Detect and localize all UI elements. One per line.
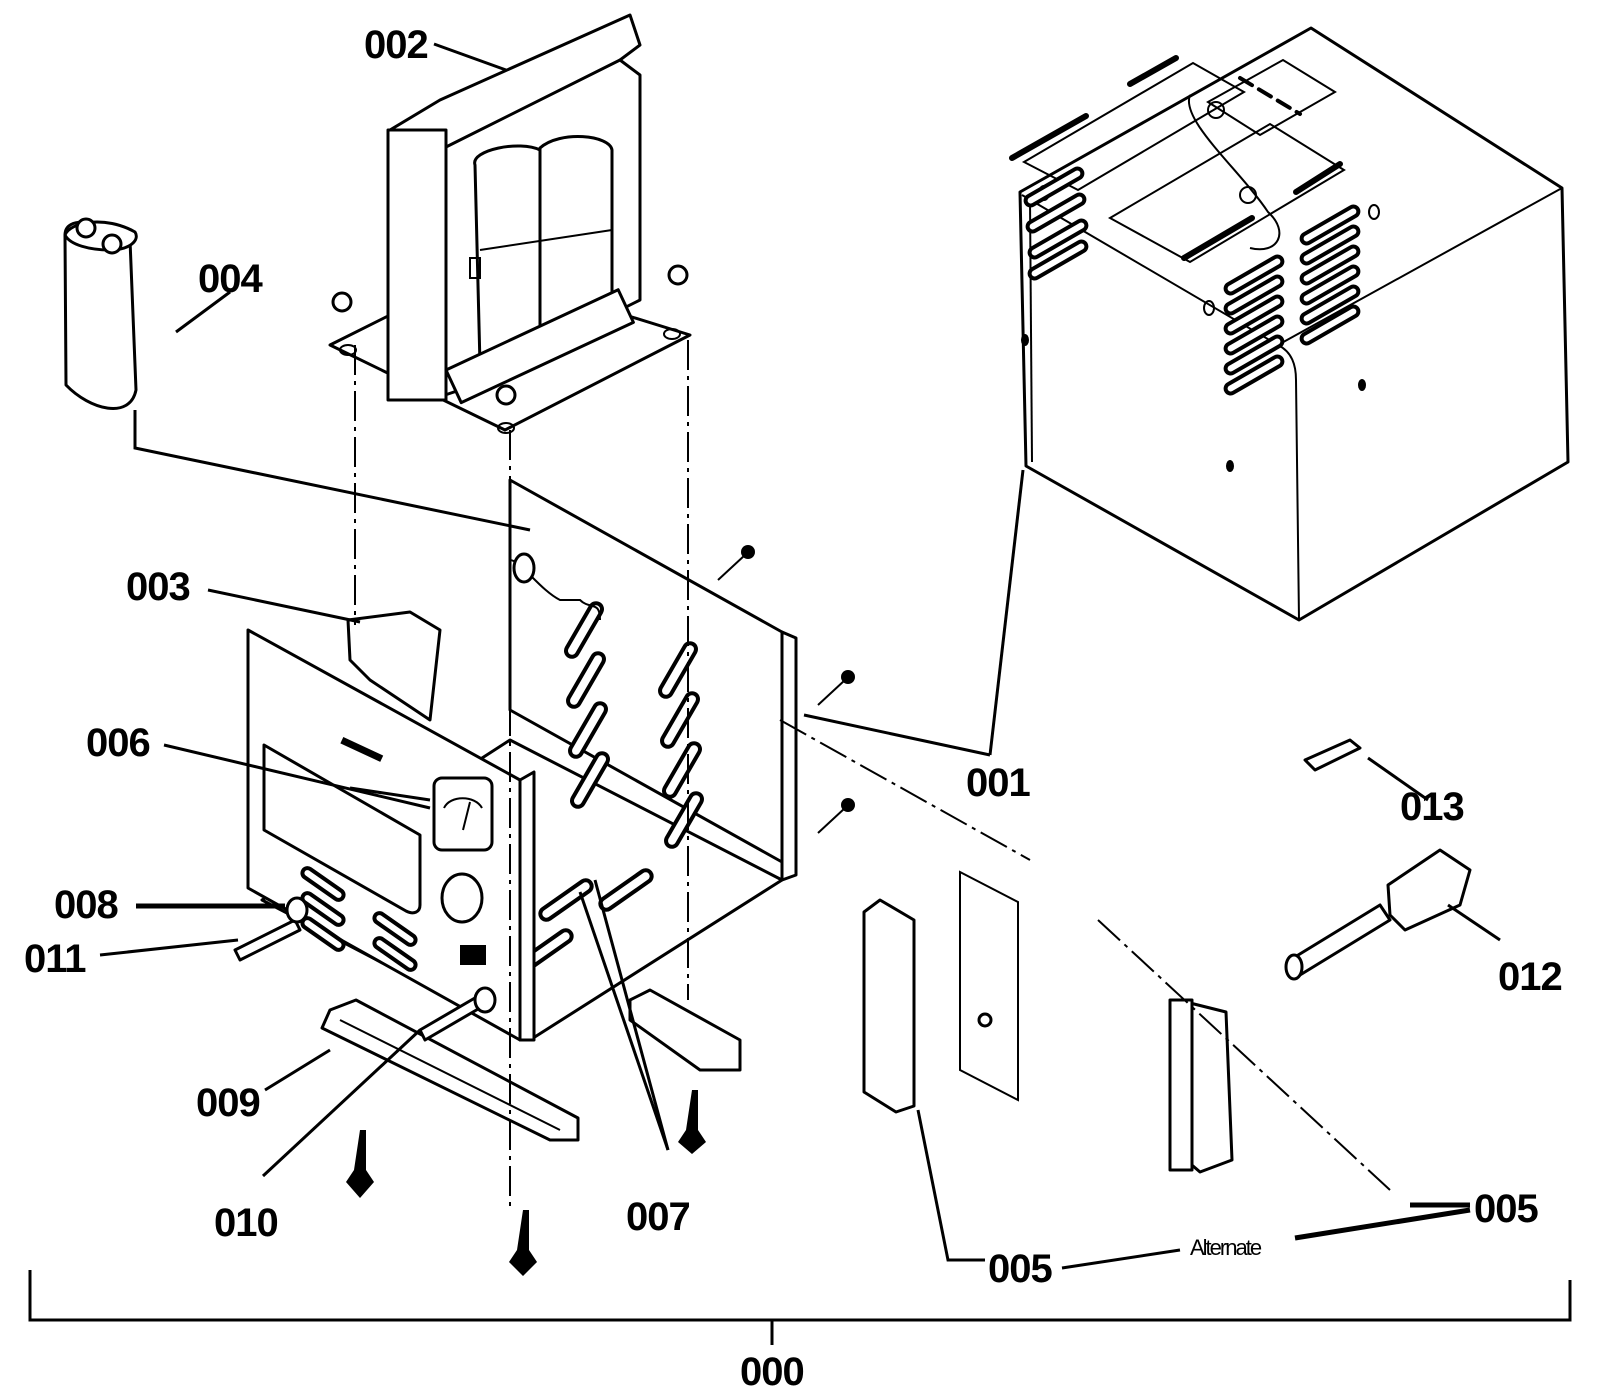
- label-003: 003: [126, 565, 190, 609]
- label-009: 009: [196, 1081, 260, 1125]
- label-011: 011: [24, 937, 86, 981]
- lower-bracket-part: [628, 988, 742, 1072]
- plug-part: [1284, 848, 1472, 981]
- assembly-lines: [354, 340, 1391, 1210]
- label-007: 007: [626, 1195, 690, 1239]
- label-000: 000: [740, 1350, 804, 1394]
- label-012: 012: [1498, 955, 1562, 999]
- label-002: 002: [364, 23, 428, 67]
- label-008: 008: [54, 883, 118, 927]
- screws: [346, 545, 855, 1276]
- callout-labels: 002 004 003 006 008 011 009 010 007 001 …: [24, 23, 1563, 1394]
- label-010: 010: [214, 1201, 278, 1245]
- label-006: 006: [86, 721, 150, 765]
- transformer-part: [328, 13, 692, 434]
- bracket-part: [346, 610, 442, 722]
- label-013: 013: [1400, 785, 1464, 829]
- label-001: 001: [966, 761, 1030, 805]
- label-005: 005: [988, 1247, 1052, 1291]
- rectifier-part: [862, 870, 1234, 1174]
- leader-lines: [28, 42, 1572, 1345]
- clip-part: [1303, 738, 1362, 772]
- handle-part: [320, 998, 580, 1142]
- cords-part: [233, 896, 497, 1042]
- alternate-label: Alternate: [1190, 1235, 1262, 1260]
- chassis-part: [246, 478, 798, 1042]
- label-005-alt: 005: [1474, 1187, 1538, 1231]
- cover-part: [1009, 26, 1570, 622]
- label-004: 004: [198, 257, 263, 301]
- capacitor-part: [63, 217, 138, 410]
